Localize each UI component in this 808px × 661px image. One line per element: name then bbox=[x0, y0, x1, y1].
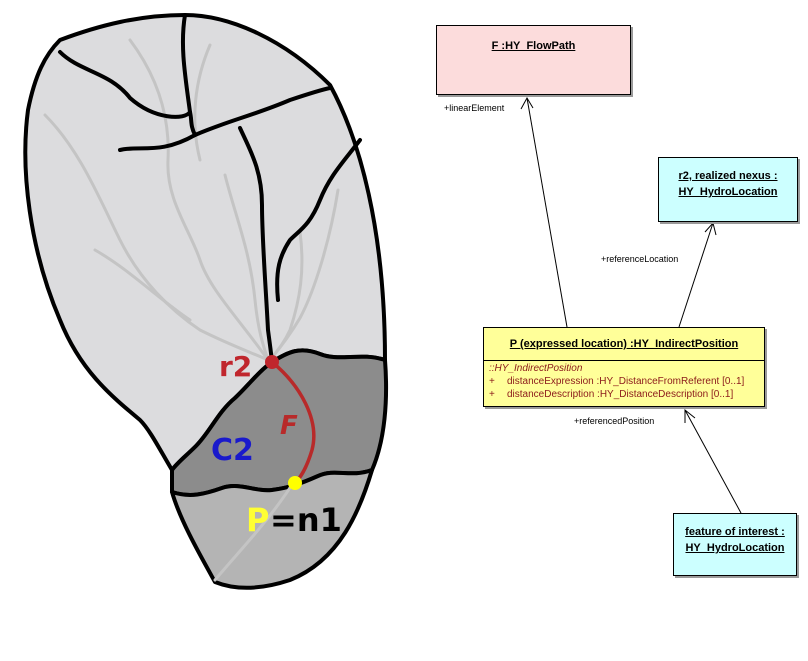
arrowhead bbox=[704, 221, 717, 236]
stereotype-label: ::HY_IndirectPosition bbox=[489, 363, 583, 374]
label-p: P bbox=[246, 501, 269, 539]
realized-nexus-title-line2: HY_HydroLocation bbox=[678, 186, 778, 198]
gray-stream bbox=[43, 113, 270, 362]
gray-stream bbox=[193, 43, 212, 162]
uml-class-flowpath[interactable]: F :HY_FlowPath bbox=[436, 25, 631, 95]
flowpath-f bbox=[270, 360, 316, 485]
attribute-row: +distanceExpression :HY_DistanceFromRefe… bbox=[489, 376, 745, 387]
label-c2: C2 bbox=[211, 433, 254, 468]
nexus-r2-node bbox=[265, 355, 279, 369]
uml-class-feature-of-interest[interactable]: feature of interest : HY_HydroLocation bbox=[673, 513, 797, 576]
catchment-divide bbox=[193, 86, 332, 137]
realized-nexus-title-line1: r2, realized nexus : bbox=[678, 170, 778, 182]
uml-class-realized-nexus[interactable]: r2, realized nexus : HY_HydroLocation bbox=[658, 157, 798, 222]
gray-stream bbox=[128, 38, 270, 362]
gray-stream bbox=[213, 478, 297, 582]
label-f: F bbox=[280, 411, 298, 441]
catchment-map: r2 F C2 P =n1 bbox=[23, 13, 389, 590]
catchment-divide bbox=[180, 13, 197, 137]
attribute-compartment: ::HY_IndirectPosition +distanceExpressio… bbox=[484, 360, 764, 401]
catchment-divide bbox=[58, 50, 192, 119]
gray-stream bbox=[93, 248, 192, 322]
label-r2: r2 bbox=[219, 350, 252, 383]
role-linear-element: +linearElement bbox=[444, 103, 505, 113]
label-eq-n1: =n1 bbox=[270, 501, 342, 539]
association-reference-location bbox=[678, 222, 714, 328]
association-linear-element bbox=[526, 97, 568, 328]
catchment-divide bbox=[275, 138, 362, 302]
gray-stream bbox=[268, 188, 340, 362]
feature-of-interest-title-line1: feature of interest : bbox=[685, 526, 785, 538]
indirect-position-title: P (expressed location) :HY_IndirectPosit… bbox=[509, 338, 739, 350]
attribute-row: +distanceDescription :HY_DistanceDescrip… bbox=[489, 389, 734, 400]
gray-stream bbox=[223, 173, 270, 362]
catchment-divide bbox=[118, 133, 197, 152]
role-reference-location: +referenceLocation bbox=[601, 254, 679, 264]
flowpath-title: F :HY_FlowPath bbox=[491, 40, 576, 52]
association-referenced-position bbox=[684, 409, 742, 514]
catchment-divide bbox=[238, 126, 274, 364]
feature-of-interest-title-line2: HY_HydroLocation bbox=[685, 542, 785, 554]
lower-catchment bbox=[170, 468, 374, 590]
arrowhead bbox=[684, 408, 696, 423]
node-p-n1 bbox=[288, 476, 302, 490]
arrowhead bbox=[520, 96, 534, 110]
role-referenced-position: +referencedPosition bbox=[574, 416, 655, 426]
uml-class-indirect-position[interactable]: P (expressed location) :HY_IndirectPosit… bbox=[483, 327, 765, 407]
